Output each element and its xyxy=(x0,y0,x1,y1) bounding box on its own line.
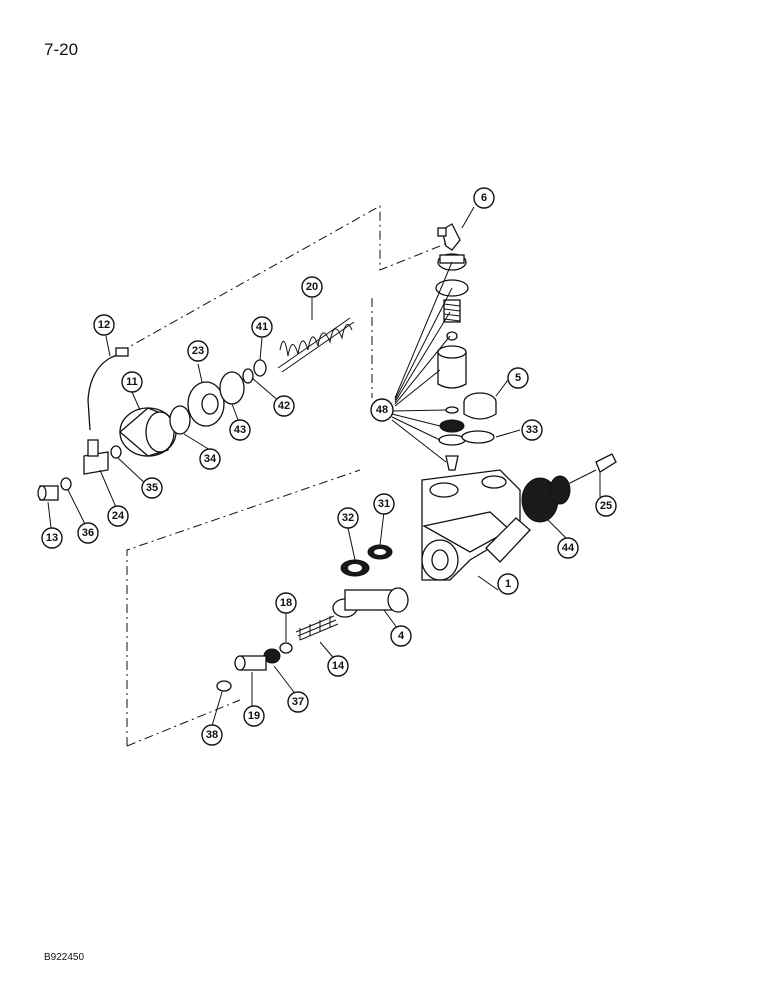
svg-text:6: 6 xyxy=(481,192,487,204)
plug-o-ring xyxy=(461,430,495,444)
valve-body xyxy=(421,469,531,581)
svg-text:36: 36 xyxy=(82,527,94,539)
callout-48: 48 xyxy=(370,398,394,422)
callout-42: 42 xyxy=(273,395,295,417)
piston-23 xyxy=(187,381,225,427)
retainer-41 xyxy=(253,359,267,377)
callout-41: 41 xyxy=(251,316,273,338)
callout-31: 31 xyxy=(373,493,395,515)
washer-36 xyxy=(60,477,72,491)
callout-14: 14 xyxy=(327,655,349,677)
svg-text:12: 12 xyxy=(98,319,110,331)
check-poppet xyxy=(445,455,459,471)
rubber-boot xyxy=(521,475,571,523)
svg-text:4: 4 xyxy=(398,630,405,642)
callout-32: 32 xyxy=(337,507,359,529)
seal-disc xyxy=(439,419,465,433)
assembly-line-lower xyxy=(126,469,361,747)
filler-plug xyxy=(463,392,497,420)
small-ball xyxy=(446,331,458,341)
plunger xyxy=(234,655,267,671)
svg-text:48: 48 xyxy=(376,404,388,416)
svg-text:44: 44 xyxy=(562,542,575,554)
svg-text:20: 20 xyxy=(306,281,318,293)
callout-4: 4 xyxy=(390,625,412,647)
svg-text:35: 35 xyxy=(146,482,158,494)
seat-ring xyxy=(438,434,466,446)
piston xyxy=(332,587,409,618)
callout-20: 20 xyxy=(301,276,323,298)
bleed-tube xyxy=(87,351,125,431)
svg-text:31: 31 xyxy=(378,498,390,510)
callout-37: 37 xyxy=(287,691,309,713)
svg-text:13: 13 xyxy=(46,532,58,544)
svg-text:41: 41 xyxy=(256,321,268,333)
svg-text:14: 14 xyxy=(332,660,345,672)
svg-text:18: 18 xyxy=(280,597,292,609)
svg-text:32: 32 xyxy=(342,512,354,524)
callout-12: 12 xyxy=(93,314,115,336)
callout-43: 43 xyxy=(229,419,251,441)
callout-11: 11 xyxy=(121,371,143,393)
callout-38: 38 xyxy=(201,724,223,746)
callout-33: 33 xyxy=(521,419,543,441)
poppet-housing xyxy=(437,351,467,389)
callout-5: 5 xyxy=(507,367,529,389)
callout-24: 24 xyxy=(107,505,129,527)
callout-13: 13 xyxy=(41,527,63,549)
main-spring xyxy=(277,317,355,373)
figure-code: B922450 xyxy=(44,952,85,963)
tee-fitting xyxy=(83,439,109,475)
return-spring xyxy=(295,615,339,641)
page-number: 7-20 xyxy=(44,40,79,59)
svg-text:34: 34 xyxy=(204,453,217,465)
o-ring-34 xyxy=(169,405,191,435)
svg-text:1: 1 xyxy=(505,578,511,590)
callout-1: 1 xyxy=(497,573,519,595)
callout-36: 36 xyxy=(77,522,99,544)
callout-35: 35 xyxy=(141,477,163,499)
leader-lines xyxy=(47,206,601,727)
snap-ring-38 xyxy=(216,680,232,692)
svg-text:42: 42 xyxy=(278,400,290,412)
washer-35 xyxy=(110,445,122,459)
push-rod xyxy=(567,453,617,485)
callout-34: 34 xyxy=(199,448,221,470)
small-washer xyxy=(445,406,459,414)
callout-6: 6 xyxy=(473,187,495,209)
washer-42 xyxy=(242,368,254,384)
callout-25: 25 xyxy=(595,495,617,517)
svg-text:11: 11 xyxy=(126,376,138,388)
callout-18: 18 xyxy=(275,592,297,614)
o-ring-43 xyxy=(219,371,245,405)
svg-text:43: 43 xyxy=(234,424,246,436)
assembly-line-upper xyxy=(119,205,456,353)
end-cap xyxy=(119,407,177,457)
svg-text:5: 5 xyxy=(515,372,521,384)
svg-text:38: 38 xyxy=(206,729,218,741)
svg-text:25: 25 xyxy=(600,500,612,512)
svg-text:19: 19 xyxy=(248,710,260,722)
callout-19: 19 xyxy=(243,705,265,727)
washer-18 xyxy=(279,642,293,654)
svg-text:33: 33 xyxy=(526,424,538,436)
svg-text:23: 23 xyxy=(192,345,204,357)
bleeder-screw xyxy=(37,485,59,501)
callout-23: 23 xyxy=(187,340,209,362)
elbow-fitting xyxy=(437,223,461,251)
callout-44: 44 xyxy=(557,537,579,559)
relief-spring xyxy=(443,299,461,323)
svg-text:37: 37 xyxy=(292,696,304,708)
svg-text:24: 24 xyxy=(112,510,125,522)
